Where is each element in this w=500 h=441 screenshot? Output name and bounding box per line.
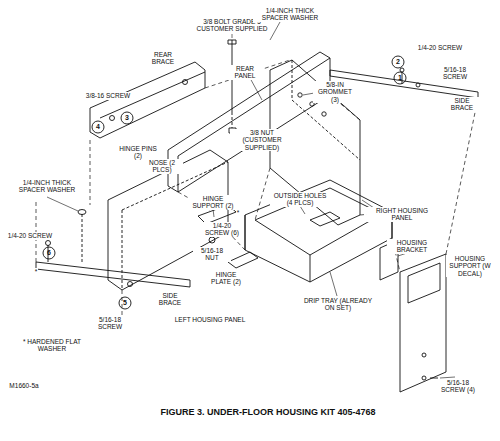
part-label: RIGHT HOUSING PANEL — [367, 207, 437, 222]
part-label: HINGE SUPPORT (2) — [189, 195, 237, 210]
part-label: * — [236, 209, 241, 217]
housing-support — [400, 254, 446, 392]
part-label: HINGE PLATE (2) — [206, 271, 246, 286]
part-label: DRIP TRAY (ALREADY ON SET) — [300, 297, 376, 312]
part-label: 1/4-20 SCREW — [417, 44, 463, 52]
rear-brace — [90, 62, 205, 138]
assembly-line — [36, 60, 478, 320]
part-label: SIDE BRACE — [153, 292, 187, 307]
drip-tray — [245, 180, 392, 282]
rear-panel-edge — [178, 58, 330, 192]
part-label: 1/4-20 SCREW (6) — [201, 222, 243, 237]
part-label: 5/8-IN GROMMET (3) — [313, 81, 357, 104]
rear-panel — [168, 52, 330, 192]
part-label: 1/4-INCH THICK SPACER WASHER — [15, 179, 79, 194]
callout-number: 6 — [46, 249, 52, 257]
callout-number: 4 — [95, 123, 101, 131]
callout-number: 1 — [397, 74, 403, 82]
part-label: 1/4-20 SCREW — [7, 232, 53, 240]
part-label: 3/8-16 SCREW — [85, 92, 131, 100]
part-label: NOSE (2 PLCS) — [141, 159, 183, 174]
part-label: 5/16-18 SCREW — [90, 316, 130, 331]
part-label: 5/16-18 NUT — [193, 247, 231, 262]
side-brace — [36, 262, 190, 287]
part-label: 3/8 NUT (CUSTOMER SUPPLIED) — [230, 129, 294, 152]
part-label: * — [34, 268, 39, 276]
part-label: HOUSING BRACKET — [387, 239, 437, 254]
left-housing-panel — [108, 150, 228, 290]
leader-line — [47, 22, 455, 378]
callout-number: 3 — [124, 114, 130, 122]
part-label: REAR PANEL — [228, 65, 262, 80]
part-label: LEFT HOUSING PANEL — [174, 316, 247, 324]
part-label: M1660-5a — [8, 382, 39, 390]
figure-caption: FIGURE 3. UNDER-FLOOR HOUSING KIT 405-47… — [160, 407, 375, 417]
part-label: 5/16-18 SCREW — [435, 66, 475, 81]
part-label: REAR BRACE — [146, 51, 180, 66]
part-label: SIDE BRACE — [445, 97, 479, 112]
part-label: HINGE PINS (2) — [116, 145, 160, 160]
part-label: OUTSIDE HOLES (4 PLCS) — [270, 192, 330, 207]
part-label: 5/16-18 SCREW (4) — [433, 379, 483, 394]
part-label: 1/4-INCH THICK SPACER WASHER — [253, 7, 327, 22]
callout-number: 2 — [395, 58, 401, 66]
callout-number: 5 — [122, 299, 128, 307]
part-label: * HARDENED FLAT WASHER — [19, 338, 85, 353]
part-label: HOUSING SUPPORT (W DECAL) — [446, 255, 494, 278]
